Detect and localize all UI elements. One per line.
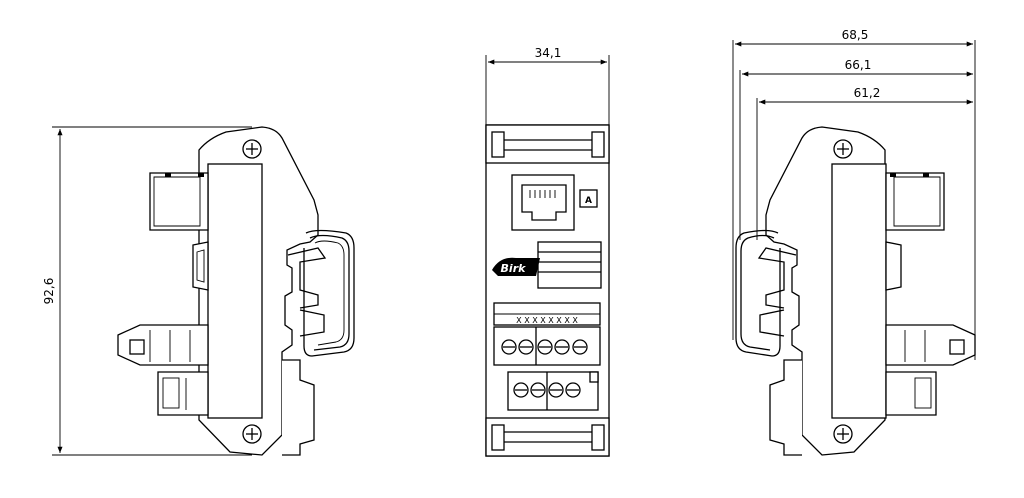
right-bottom-foot <box>769 359 802 456</box>
width-dimension: 34,1 <box>485 46 610 125</box>
depth-label-2: 66,1 <box>845 58 872 72</box>
left-side-view: 92,6 <box>42 126 355 456</box>
din-rail-clip <box>287 229 355 357</box>
terminal-marks: X X X X X X X X <box>516 316 578 325</box>
brand-logo-text: Birk <box>501 262 527 275</box>
depth-label-3: 61,2 <box>854 86 881 100</box>
right-side-view: 68,5 66,1 61,2 <box>732 28 976 456</box>
depth-label-1: 68,5 <box>842 28 869 42</box>
right-bottom-screw-icon <box>833 424 853 444</box>
left-terminal-connector <box>117 324 209 416</box>
depth-dimension-2: 66,1 <box>739 58 973 240</box>
lower-terminal-block <box>507 371 599 411</box>
rj45-port-icon <box>511 174 575 231</box>
width-label: 34,1 <box>535 46 562 60</box>
right-din-rail-clip <box>735 229 797 357</box>
right-rj45-side-block <box>885 172 945 231</box>
top-screw-icon <box>242 139 262 159</box>
port-label: A <box>585 196 592 206</box>
side-latch <box>192 241 209 291</box>
bottom-screw-icon <box>242 424 262 444</box>
right-terminal-connector <box>885 324 976 416</box>
right-side-latch <box>885 241 902 291</box>
height-label: 92,6 <box>42 278 56 305</box>
right-label-plate <box>831 163 887 419</box>
indicator-bar <box>537 241 602 289</box>
front-view: 34,1 A <box>485 46 610 457</box>
upper-terminal-block <box>493 326 601 366</box>
depth-dimension-1: 68,5 <box>732 28 976 360</box>
left-label-plate <box>207 163 263 419</box>
left-bottom-foot <box>282 359 315 456</box>
port-label-box <box>579 189 598 208</box>
rj45-side-block <box>149 172 209 231</box>
depth-dimension-3: 61,2 <box>756 86 973 240</box>
height-dimension: 92,6 <box>42 126 252 456</box>
right-top-screw-icon <box>833 139 853 159</box>
terminal-marking-strip: X X X X X X X X <box>493 302 601 326</box>
brand-logo: Birk <box>492 257 540 276</box>
